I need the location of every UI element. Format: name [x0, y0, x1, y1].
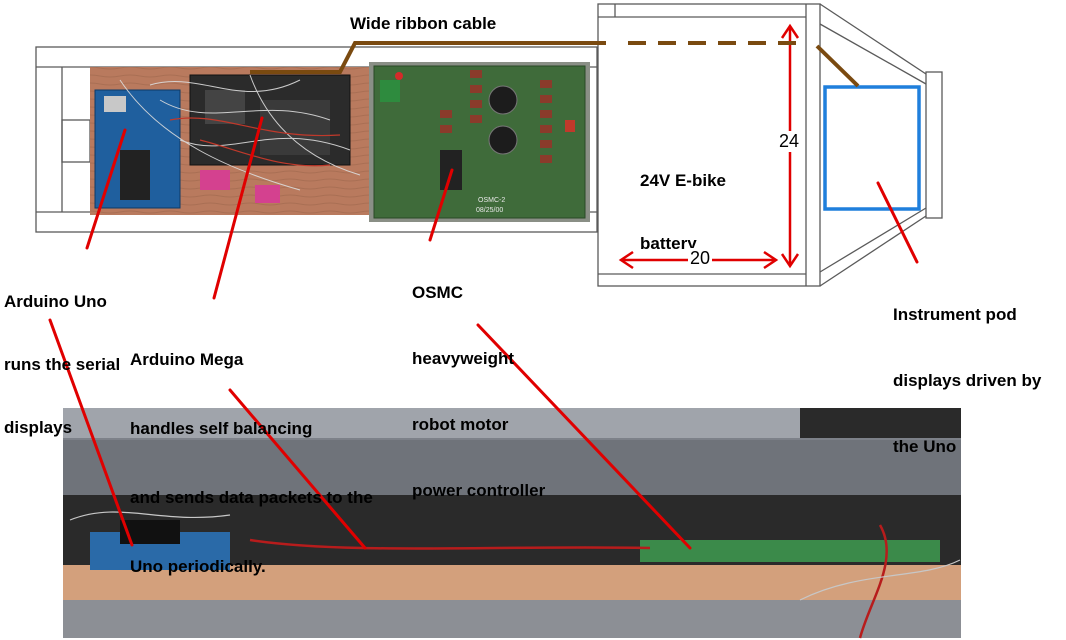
leader-lines	[48, 116, 919, 550]
battery-width-value: 20	[688, 248, 713, 269]
arduino-mega-label: Arduino Mega handles self balancing and …	[130, 302, 373, 601]
instrument-pod-housing	[819, 3, 943, 287]
osmc-board-print-model: OSMC-2	[478, 197, 505, 204]
ribbon-cable-path	[250, 41, 860, 88]
leader-uno-top	[85, 128, 127, 250]
arduino-mega-label-line3: and sends data packets to the	[130, 488, 373, 507]
instrument-pod-label-line1: Instrument pod	[893, 305, 1017, 324]
osmc-label-line2: heavyweight	[412, 349, 515, 368]
battery-box	[597, 3, 821, 287]
leader-mega-top	[212, 116, 264, 300]
leader-uno-bottom	[48, 318, 134, 547]
arduino-mega-label-line2: handles self balancing	[130, 419, 313, 438]
osmc-board-print-date: 08/25/00	[476, 207, 503, 214]
leader-mega-bottom	[228, 388, 367, 550]
osmc-label-line3: robot motor	[412, 415, 509, 434]
instrument-pod-label-line2: displays driven by	[893, 371, 1042, 390]
battery-label-line1: 24V E-bike	[640, 171, 726, 190]
arduino-uno-label-line1: Arduino Uno	[4, 292, 107, 311]
instrument-pod-label: Instrument pod displays driven by the Un…	[893, 260, 1041, 480]
arduino-uno-label: Arduino Uno runs the serial displays	[4, 249, 120, 459]
assembly-photo	[63, 408, 961, 639]
arduino-uno-label-line3: displays	[4, 418, 73, 437]
osmc-label-line4: power controller	[412, 481, 546, 500]
leader-pod	[876, 181, 919, 264]
ribbon-cable-label: Wide ribbon cable	[350, 14, 497, 33]
instrument-pod-display	[823, 85, 921, 211]
arduino-uno-label-line2: runs the serial	[4, 355, 121, 374]
arduino-mega-label-line1: Arduino Mega	[130, 350, 244, 369]
osmc-label-line1: OSMC	[412, 283, 463, 302]
battery-height-value: 24	[778, 131, 801, 152]
battery-label: 24V E-bike battery	[640, 128, 726, 275]
osmc-label: OSMC heavyweight robot motor power contr…	[412, 238, 545, 524]
leader-osmc-bottom	[476, 323, 692, 550]
leader-osmc-top	[428, 168, 454, 242]
instrument-pod-label-line3: the Uno	[893, 437, 957, 456]
electronics-board-photo	[90, 67, 370, 215]
osmc-board-photo: OSMC-2 08/25/00	[369, 62, 590, 222]
arduino-mega-label-line4: Uno periodically.	[130, 557, 266, 576]
battery-label-line2: battery	[640, 234, 697, 253]
